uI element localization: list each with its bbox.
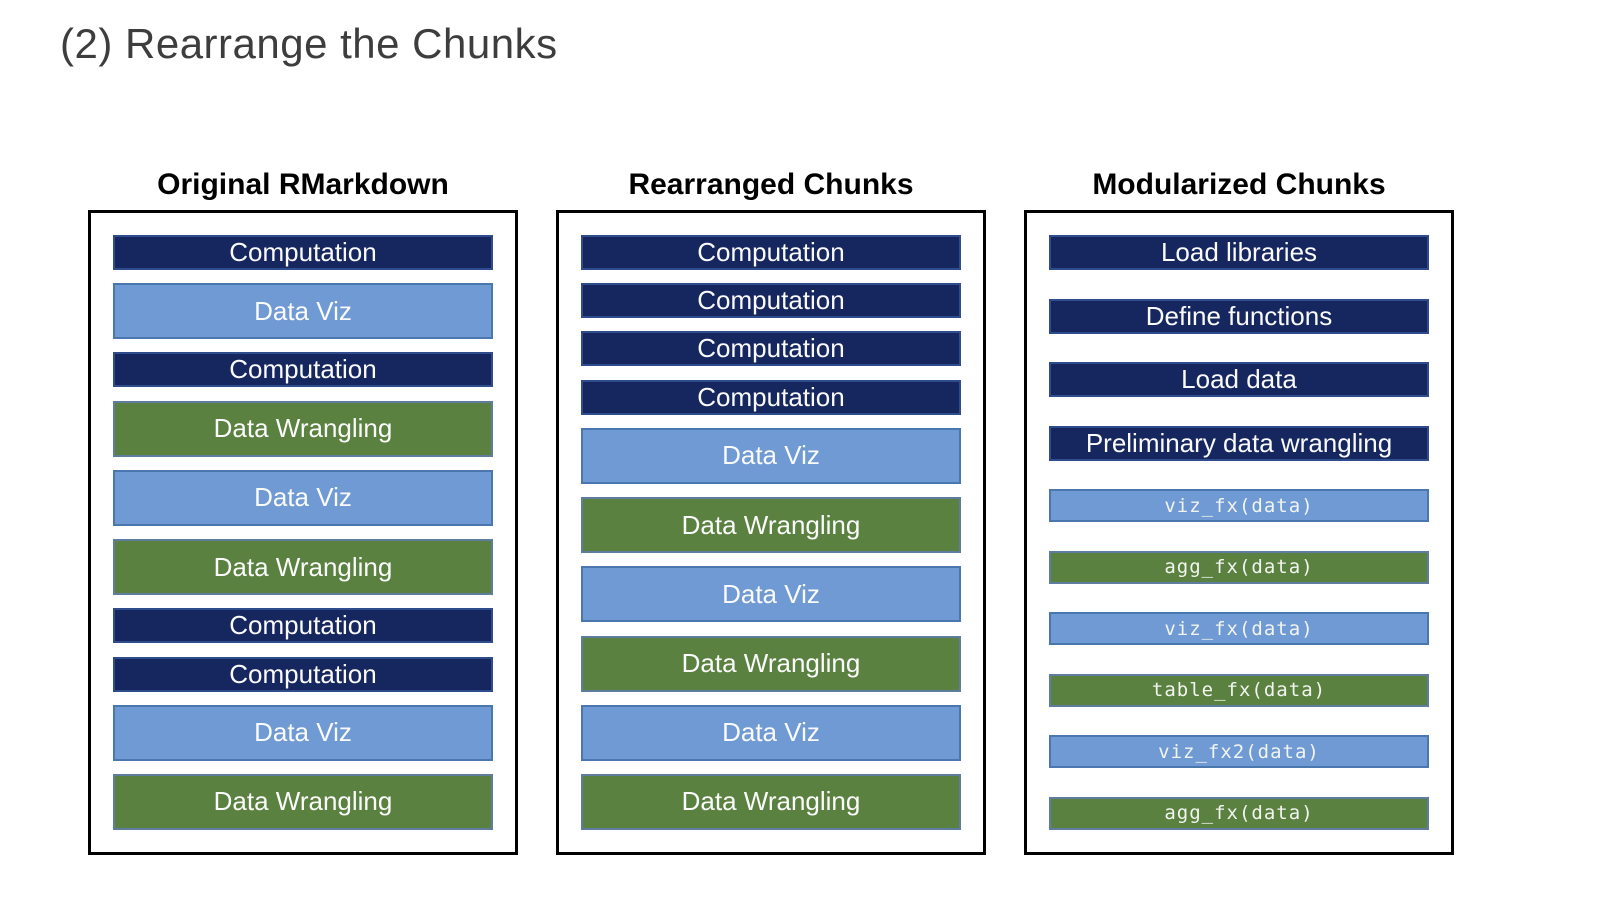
chunk-box-load-data: Load data	[1049, 362, 1429, 398]
chunk-box-label: Computation	[229, 237, 377, 267]
chunk-box-computation: Computation	[113, 235, 493, 270]
chunk-box-label: Data Wrangling	[213, 413, 393, 444]
chunk-box-label: Data Viz	[722, 440, 820, 471]
chunk-box-label: Computation	[697, 381, 845, 412]
chunk-box-computation: Computation	[113, 352, 493, 388]
chunk-box-computation: Computation	[113, 656, 493, 692]
chunk-box-label: Data Viz	[722, 717, 820, 748]
chunk-box-label: Load data	[1181, 364, 1297, 395]
chunk-box-data-viz: Data Viz	[113, 283, 493, 340]
chunk-box-label: Computation	[229, 610, 377, 641]
chunk-box-viz-fx-data: viz_fx(data)	[1049, 489, 1429, 523]
chunk-box-label: Load libraries	[1160, 237, 1318, 267]
chunk-box-label: Data Viz	[254, 717, 352, 748]
chunk-box-label: Data Wrangling	[681, 786, 861, 817]
chunk-box-computation: Computation	[113, 608, 493, 644]
chunk-box-computation: Computation	[581, 283, 961, 319]
chunk-box-data-wrangling: Data Wrangling	[581, 773, 961, 830]
chunk-box-data-viz: Data Viz	[113, 704, 493, 761]
chunk-box-computation: Computation	[581, 379, 961, 415]
chunk-box-preliminary-data-wrangling: Preliminary data wrangling	[1049, 425, 1429, 461]
chunk-box-data-wrangling: Data Wrangling	[581, 635, 961, 692]
chunk-box-label: viz_fx(data)	[1164, 494, 1314, 517]
chunk-box-computation: Computation	[581, 331, 961, 367]
chunk-box-label: Data Wrangling	[681, 509, 861, 540]
chunk-box-label: Data Viz	[722, 578, 820, 609]
chunk-box-data-viz: Data Viz	[113, 469, 493, 526]
column-header: Modularized Chunks	[1092, 168, 1386, 201]
chunk-box-label: Data Viz	[254, 295, 352, 326]
chunk-box-data-wrangling: Data Wrangling	[113, 400, 493, 457]
chunk-box-agg-fx-data: agg_fx(data)	[1049, 796, 1429, 830]
chunk-box-label: table_fx(data)	[1151, 679, 1327, 702]
chunk-box-label: viz_fx2(data)	[1158, 740, 1320, 763]
slide-title: (2) Rearrange the Chunks	[60, 20, 558, 67]
chunk-box-label: Computation	[697, 333, 845, 364]
chunk-box-load-libraries: Load libraries	[1049, 235, 1429, 270]
chunk-box-label: Computation	[697, 237, 845, 267]
chunk-box-label: Data Wrangling	[213, 786, 393, 817]
chunk-box-data-viz: Data Viz	[581, 704, 961, 761]
chunk-box-label: Computation	[229, 658, 377, 689]
chunk-box-data-viz: Data Viz	[581, 566, 961, 623]
chunk-box-data-wrangling: Data Wrangling	[581, 497, 961, 554]
chunk-box-label: viz_fx(data)	[1164, 617, 1314, 640]
column-header: Original RMarkdown	[157, 168, 449, 201]
chunk-box-table-fx-data: table_fx(data)	[1049, 673, 1429, 707]
chunk-box-viz-fx2-data: viz_fx2(data)	[1049, 735, 1429, 769]
chunk-box-viz-fx-data: viz_fx(data)	[1049, 612, 1429, 646]
chunk-box-label: Preliminary data wrangling	[1085, 427, 1393, 458]
chunk-box-label: Define functions	[1145, 300, 1333, 331]
chunk-box-label: Data Wrangling	[213, 551, 393, 582]
chunk-box-label: Computation	[697, 285, 845, 316]
chunk-box-label: Data Viz	[254, 482, 352, 513]
chunk-box-define-functions: Define functions	[1049, 298, 1429, 334]
chunk-box-label: Computation	[229, 354, 377, 385]
chunk-box-data-wrangling: Data Wrangling	[113, 773, 493, 830]
chunk-box-label: Data Wrangling	[681, 648, 861, 679]
chunk-box-computation: Computation	[581, 235, 961, 270]
chunk-box-data-wrangling: Data Wrangling	[113, 539, 493, 596]
chunk-box-agg-fx-data: agg_fx(data)	[1049, 550, 1429, 584]
column-header: Rearranged Chunks	[628, 168, 914, 201]
chunk-box-label: agg_fx(data)	[1164, 556, 1314, 579]
chunk-box-label: agg_fx(data)	[1164, 802, 1314, 825]
chunk-box-data-viz: Data Viz	[581, 427, 961, 484]
